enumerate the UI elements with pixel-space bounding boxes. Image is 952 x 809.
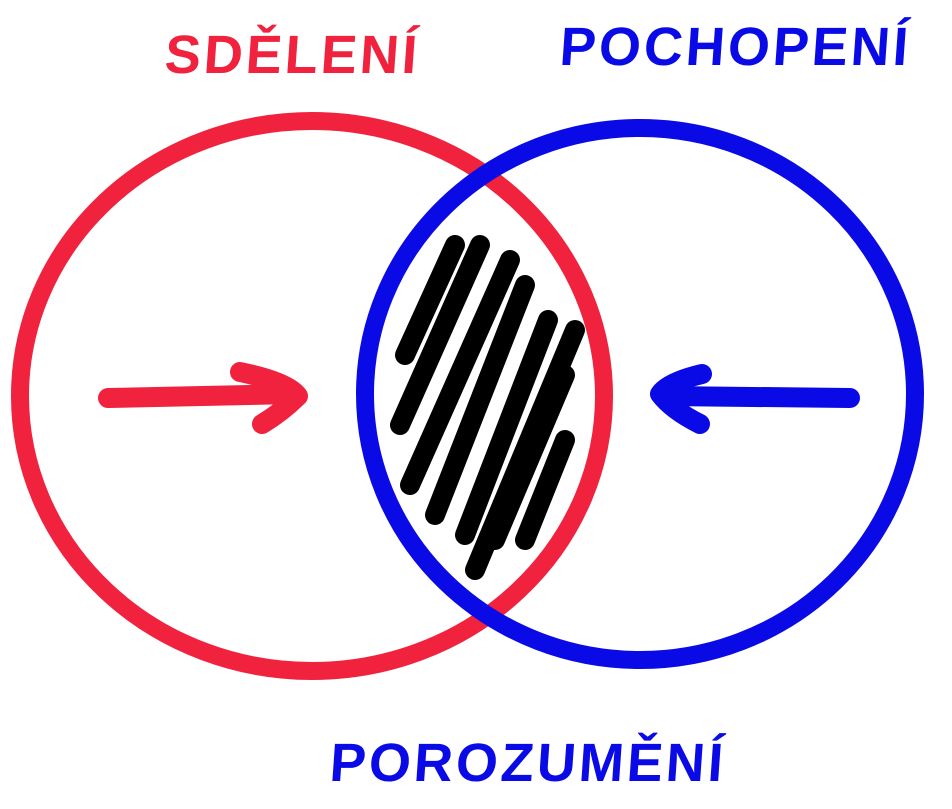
right-arrow-shaft — [654, 386, 860, 408]
hatch-line — [455, 310, 558, 545]
left-arrow — [98, 362, 308, 434]
hatch-line — [425, 275, 535, 525]
hatch-line — [390, 235, 490, 435]
right-circle — [356, 119, 924, 669]
left-arrow-shaft — [98, 384, 306, 408]
overlap-label: POROZUMĚNÍ — [327, 733, 729, 793]
left-arrow-head — [230, 362, 308, 434]
left-circle — [11, 112, 613, 680]
right-arrow-head — [650, 364, 712, 434]
hatch-line — [515, 430, 575, 550]
left-circle-label: SDĚLENÍ — [162, 25, 423, 85]
hatch-line — [400, 250, 520, 495]
overlap-hatch-lines — [390, 235, 585, 580]
right-circle-label: POCHOPENÍ — [557, 17, 914, 77]
hatch-line — [465, 320, 585, 580]
hatch-line — [395, 235, 465, 365]
right-arrow — [650, 364, 860, 434]
